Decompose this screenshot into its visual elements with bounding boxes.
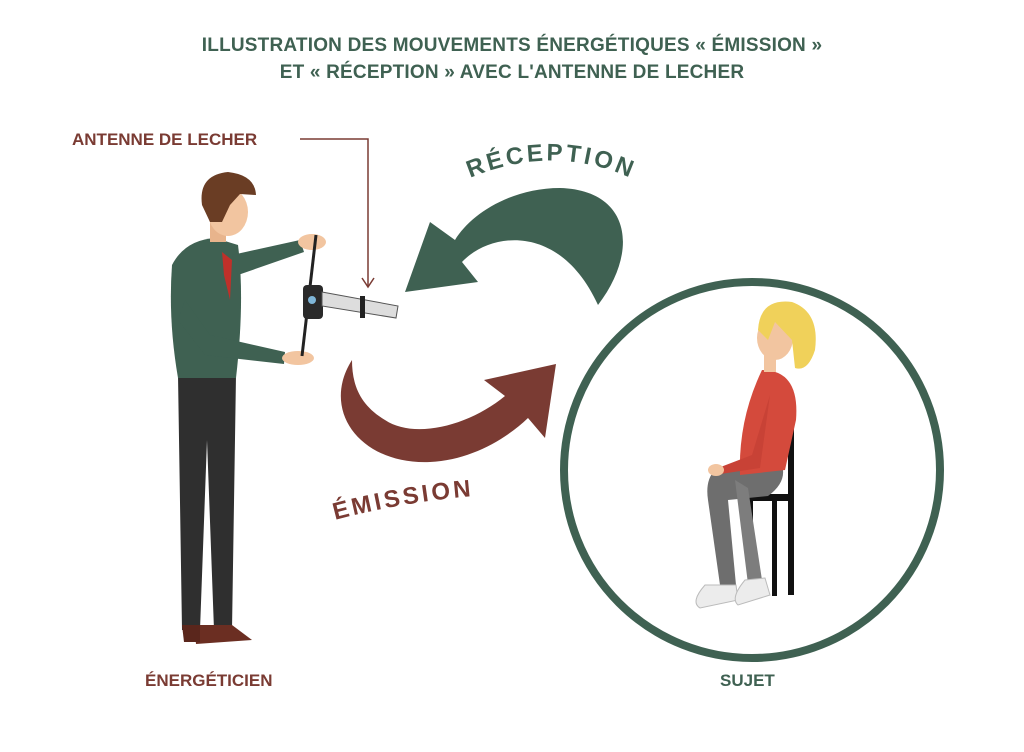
title-line-1: ILLUSTRATION DES MOUVEMENTS ÉNERGÉTIQUES…	[201, 35, 823, 56]
practitioner-figure	[170, 172, 326, 644]
emission-arrow	[340, 360, 556, 463]
practitioner-label: ÉNERGÉTICIEN	[145, 671, 273, 690]
emission-label: ÉMISSION	[330, 475, 475, 526]
reception-label: RÉCEPTION	[463, 139, 640, 184]
reception-arrow	[405, 188, 623, 305]
antenna-pointer	[300, 138, 375, 289]
subject-label: SUJET	[720, 671, 775, 690]
diagram-title: ILLUSTRATION DES MOUVEMENTS ÉNERGÉTIQUES…	[0, 32, 1024, 86]
title-line-2: ET « RÉCEPTION » AVEC L'ANTENNE DE LECHE…	[279, 62, 745, 83]
subject-circle	[560, 278, 944, 662]
antenna-label: ANTENNE DE LECHER	[72, 130, 258, 149]
lecher-antenna-icon	[300, 234, 399, 357]
subject-figure	[695, 301, 816, 609]
